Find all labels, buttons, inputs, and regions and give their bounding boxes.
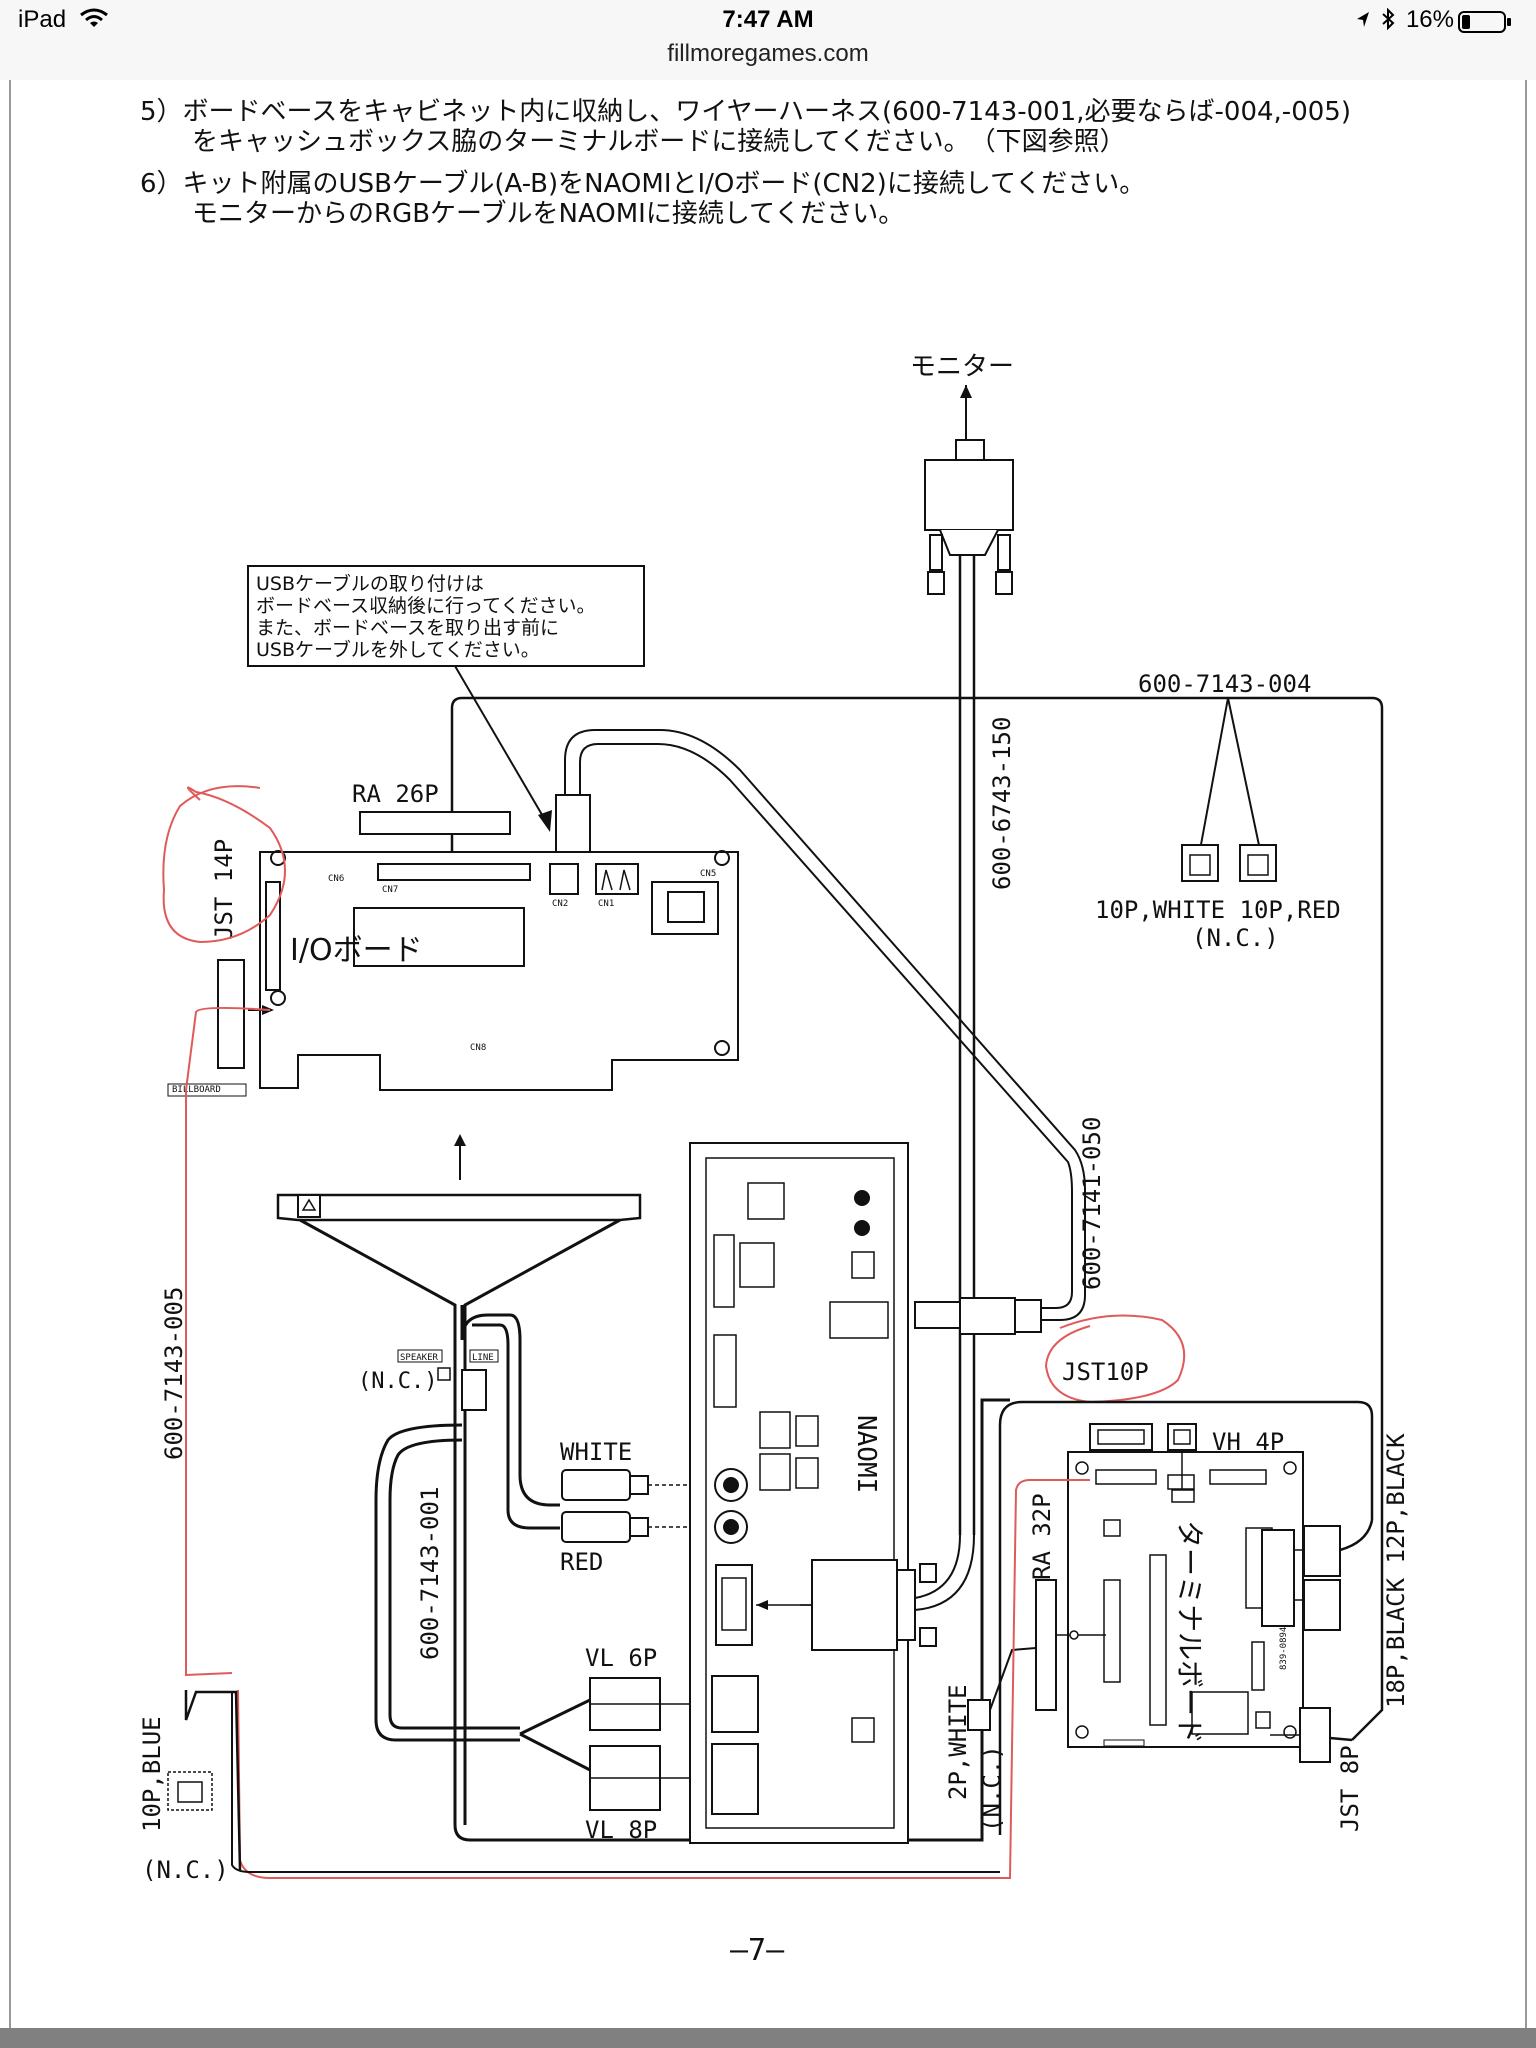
label-nc-top: (N.C.) <box>1192 924 1279 952</box>
cable-600-6743-150: 600-6743-150 <box>988 717 1016 890</box>
location-arrow-icon <box>1356 12 1369 27</box>
usb-a-plug <box>914 1297 1042 1335</box>
naomi-label: NAOMI <box>851 1415 881 1493</box>
terminal-part-no: 839-0894 <box>1279 1627 1289 1670</box>
connector-vh4p <box>1167 1423 1197 1451</box>
terminal-board-label: ターミナルボード <box>1173 1520 1206 1744</box>
label-nc-speaker: (N.C.) <box>358 1369 437 1394</box>
label-nc-2p: (N.C.) <box>978 1745 1006 1832</box>
connector-jst8p <box>1270 1707 1331 1763</box>
manual-page: 5）ボードベースをキャビネット内に収納し、ワイヤーハーネス(600-7143-0… <box>0 80 1536 2032</box>
label-ra32p: RA 32P <box>1028 1493 1056 1580</box>
label-10p-white-red: 10P,WHITE 10P,RED <box>1095 896 1341 924</box>
harness-600-7143-004: 600-7143-004 <box>1138 670 1311 698</box>
svg-text:CN8: CN8 <box>470 1043 486 1053</box>
connector-10p-white <box>1181 844 1219 882</box>
connector-jst10p <box>1089 1423 1153 1451</box>
clock: 7:47 AM <box>722 6 814 33</box>
step5-line1: 5）ボードベースをキャビネット内に収納し、ワイヤーハーネス(600-7143-0… <box>140 97 1351 127</box>
vl8p-plug <box>589 1745 661 1811</box>
terminal-board: ターミナルボード 839-0894 <box>1067 1451 1304 1748</box>
label-jst10p: JST10P <box>1062 1358 1149 1386</box>
battery-icon <box>1458 11 1511 33</box>
wifi-icon <box>79 8 108 27</box>
connector-18p-12p-black <box>1261 1525 1341 1631</box>
io-board: I/Oボード CN6 CN7 CN2 CN1 CN5 CN8 <box>259 850 739 1091</box>
rgb-plug <box>811 1559 937 1651</box>
label-vl8p: VL 8P <box>585 1816 657 1844</box>
label-18p-12p-black: 18P,BLACK 12P,BLACK <box>1382 1433 1410 1708</box>
cable-600-7141-050: 600-7141-050 <box>1078 1117 1106 1290</box>
label-ra26p: RA 26P <box>352 780 439 808</box>
step5-line2: をキャッシュボックス脇のターミナルボードに接続してください。 （下図参照） <box>192 127 1126 157</box>
vl6p-plug <box>589 1677 661 1731</box>
status-bar: iPad 7:47 AM fillmoregames.com 16% <box>0 0 1536 81</box>
label-2p-white: 2P,WHITE <box>944 1684 972 1800</box>
naomi-board: NAOMI <box>689 1142 909 1844</box>
svg-text:CN5: CN5 <box>700 869 716 879</box>
address-url[interactable]: fillmoregames.com <box>667 40 869 67</box>
wiring-diagram: 5）ボードベースをキャビネット内に収納し、ワイヤーハーネス(600-7143-0… <box>9 80 1527 2032</box>
monitor-label: モニター <box>910 352 1014 382</box>
label-jst14p: JST 14P <box>210 839 238 940</box>
svg-text:USBケーブルを外してください。: USBケーブルを外してください。 <box>256 638 540 661</box>
harness-600-7143-001: 600-7143-001 <box>416 1487 444 1660</box>
label-nc-blue: (N.C.) <box>142 1856 229 1884</box>
label-10p-blue: 10P,BLUE <box>138 1716 166 1832</box>
io-board-label: I/Oボード <box>290 933 423 968</box>
bluetooth-icon <box>1382 7 1395 31</box>
label-red: RED <box>560 1548 603 1576</box>
harness-600-7143-005: 600-7143-005 <box>160 1287 188 1460</box>
device-label: iPad <box>18 6 67 33</box>
usb-note-box: USBケーブルの取り付けは ボードベース収納後に行ってください。 また、ボードベ… <box>247 565 645 667</box>
status-right: 16% <box>1355 6 1454 34</box>
label-vh4p: VH 4P <box>1212 1428 1284 1456</box>
connector-10p-blue <box>167 1771 213 1811</box>
label-white: WHITE <box>560 1438 632 1466</box>
svg-text:CN2: CN2 <box>552 899 568 909</box>
step6-line1: 6）キット附属のUSBケーブル(A-B)をNAOMIとI/Oボード(CN2)に接… <box>140 169 1145 199</box>
battery-percent: 16% <box>1405 6 1454 33</box>
svg-text:CN1: CN1 <box>598 899 614 909</box>
svg-text:ボードベース収納後に行ってください。: ボードベース収納後に行ってください。 <box>256 595 596 617</box>
svg-text:USBケーブルの取り付けは: USBケーブルの取り付けは <box>256 572 484 595</box>
monitor-vga-connector <box>924 439 1014 595</box>
rca-white-plug <box>561 1469 649 1501</box>
label-vl6p: VL 6P <box>585 1644 657 1672</box>
page-number: —7— <box>730 1933 785 1968</box>
device-name: iPad <box>18 6 109 34</box>
svg-text:CN6: CN6 <box>328 874 344 884</box>
connector-10p-red <box>1239 844 1277 882</box>
billboard-label: BILLBOARD <box>172 1085 221 1095</box>
label-jst8p: JST 8P <box>1336 1745 1364 1832</box>
step6-line2: モニターからのRGBケーブルをNAOMIに接続してください。 <box>192 199 904 229</box>
rca-red-plug <box>561 1511 649 1543</box>
speaker-label: SPEAKER <box>400 1353 439 1363</box>
svg-text:CN7: CN7 <box>382 885 398 895</box>
page-bottom-edge <box>0 2028 1536 2048</box>
line-label: LINE <box>472 1353 494 1363</box>
svg-text:また、ボードベースを取り出す前に: また、ボードベースを取り出す前に <box>256 617 559 639</box>
